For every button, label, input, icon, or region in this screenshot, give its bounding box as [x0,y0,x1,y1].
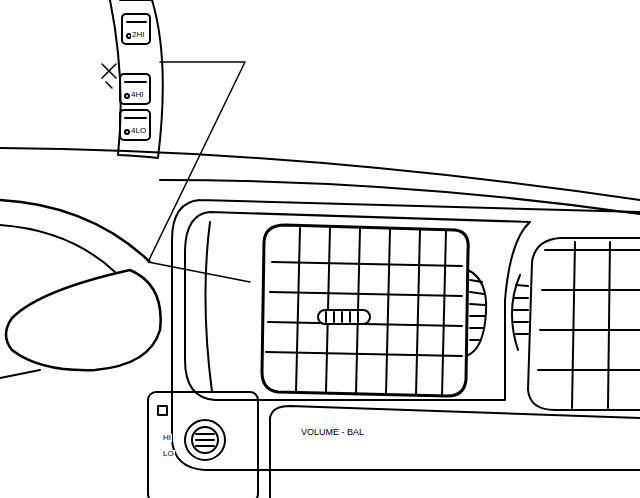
vent-housing [172,200,640,470]
panel-label: VOLUME - BAL [300,428,365,437]
steering-wheel [0,225,115,272]
panel-label: HI [162,434,172,442]
panel-label: LO [162,450,175,458]
headlamp-switch [148,392,258,498]
radio-bezel [270,406,640,498]
right-vent [512,238,640,410]
steering-wheel [0,200,150,262]
four-wheel-drive-switch-panel [102,0,163,158]
panel-label: 4HI [130,91,144,99]
steering-column [0,370,40,378]
panel-label: 4LO [130,127,147,135]
thumbwheel [466,270,486,356]
vent-duct [205,222,212,392]
leader-line [148,62,250,282]
turn-signal-stalk [6,270,161,370]
vent-grille [262,225,468,396]
dash-edge [0,148,640,200]
panel-label: 2HI [131,31,145,39]
vent-bezel [185,212,530,400]
dash-edge [160,180,640,214]
